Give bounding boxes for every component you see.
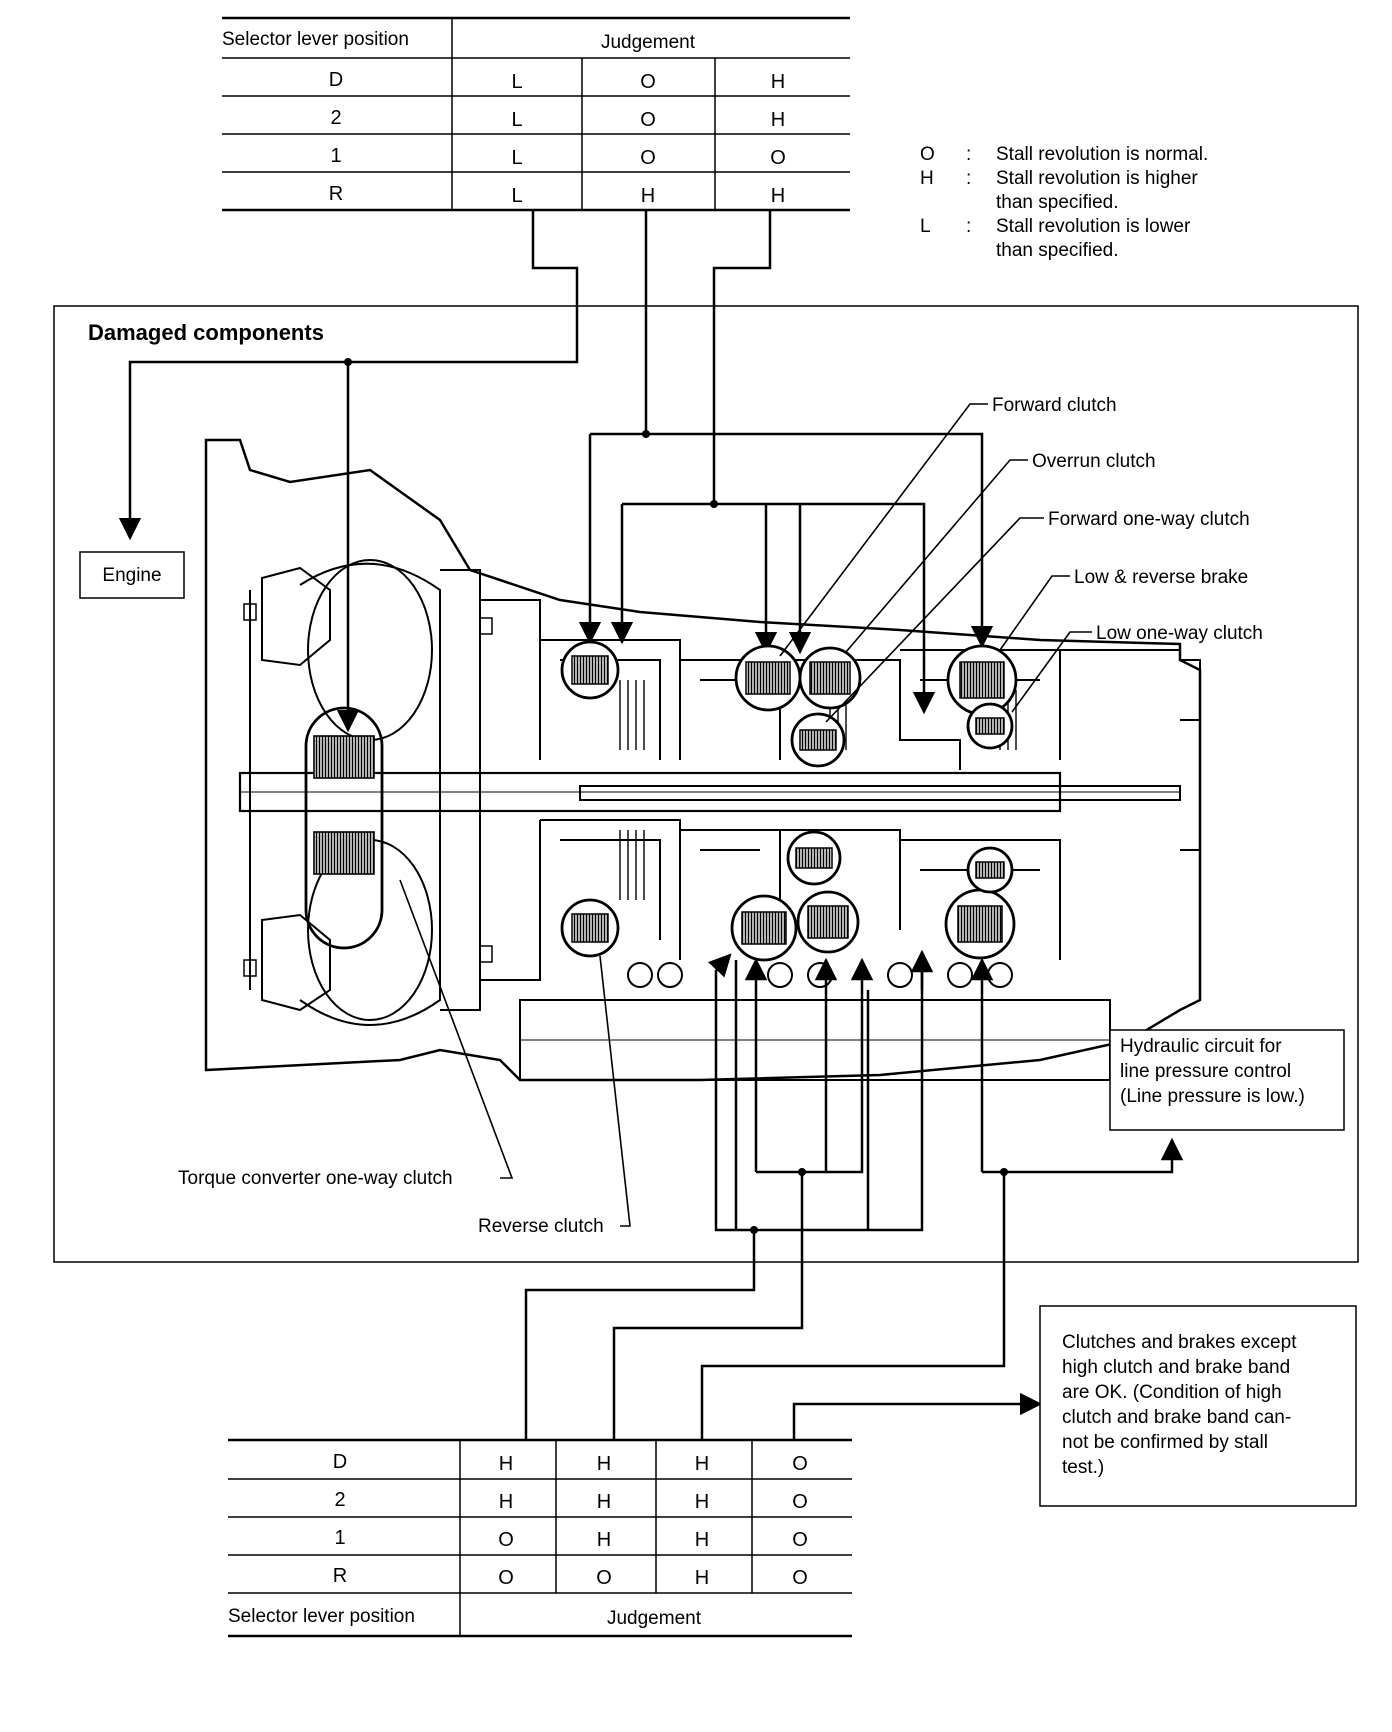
top-cell: H [771,185,785,207]
callout-low-oneway-clutch: Low one-way clutch [1096,623,1263,644]
hydraulic-line: Hydraulic circuit for [1120,1036,1282,1057]
top-cell-pos: R [329,183,343,205]
legend-text: than specified. [996,192,1119,213]
bottom-cell: O [498,1567,514,1589]
top-cell: H [771,71,785,93]
top-cell: H [771,109,785,131]
legend-symbol: L [920,216,931,237]
bottom-table-row: 1 O H H O [334,1527,807,1551]
ok-box: Clutches and brakes except high clutch a… [1039,1305,1357,1507]
top-cell: O [640,71,656,93]
junction-dot [710,500,718,508]
callout-leaders [399,403,1092,1227]
bottom-cell: O [792,1491,808,1513]
torque-converter-oneway-marker [304,706,384,950]
top-table-header-position: Selector lever position [222,29,409,50]
top-judgement-table [222,16,850,212]
junction-dot [1000,1168,1008,1176]
component-markers [304,640,1018,962]
top-cell: H [641,185,655,207]
top-cell: L [511,147,522,169]
bottom-cell: O [792,1453,808,1475]
junction-dot [344,358,352,366]
bottom-cell: H [695,1567,709,1589]
bottom-cell: O [596,1567,612,1589]
top-table-row: D L O H [329,69,785,93]
legend-separator: : [966,144,971,165]
bottom-table-row: D H H H O [333,1451,808,1475]
damaged-components-frame [53,305,1359,1263]
bottom-table-row: R O O H O [333,1565,808,1589]
ok-box-line: Clutches and brakes except [1062,1332,1297,1353]
bottom-cell: H [695,1453,709,1475]
ok-box-line: test.) [1062,1457,1104,1478]
bottom-cell-pos: 2 [334,1489,345,1511]
callout-low-reverse-brake: Low & reverse brake [1074,567,1248,588]
ok-box-line: clutch and brake band can- [1062,1407,1291,1428]
ok-box-line: not be confirmed by stall [1062,1432,1268,1453]
bottom-table-header-position: Selector lever position [228,1606,415,1627]
bottom-cell-pos: 1 [334,1527,345,1549]
legend-separator: : [966,216,971,237]
frame-title: Damaged components [88,320,324,345]
top-table-row: 2 L O H [330,107,785,131]
bottom-cell: O [498,1529,514,1551]
legend: O : Stall revolution is normal. H : Stal… [920,144,1208,261]
bottom-cell: H [695,1529,709,1551]
bottom-cell-pos: R [333,1565,347,1587]
callout-forward-clutch: Forward clutch [992,395,1117,416]
top-cell: O [770,147,786,169]
callout-torque-converter-oneway: Torque converter one-way clutch [178,1168,453,1189]
legend-symbol: O [920,144,935,165]
legend-symbol: H [920,168,934,189]
bottom-cell: H [597,1453,611,1475]
legend-text: Stall revolution is higher [996,168,1198,189]
top-table-row: R L H H [329,183,785,207]
top-connectors [118,210,994,733]
hydraulic-circuit-box: Hydraulic circuit for line pressure cont… [1109,1029,1345,1131]
bottom-judgement-table [228,1438,852,1638]
ok-box-line: are OK. (Condition of high [1062,1382,1282,1403]
hydraulic-line: (Line pressure is low.) [1120,1086,1305,1107]
bottom-cell: H [499,1491,513,1513]
callout-overrun-clutch: Overrun clutch [1032,451,1156,472]
top-cell: L [511,71,522,93]
legend-text: Stall revolution is normal. [996,144,1208,165]
bottom-cell: H [597,1529,611,1551]
bottom-cell: O [792,1529,808,1551]
top-cell: O [640,109,656,131]
bottom-cell-pos: D [333,1451,347,1473]
bottom-table-row: 2 H H H O [334,1489,807,1513]
callout-reverse-clutch: Reverse clutch [478,1216,604,1237]
top-cell-pos: D [329,69,343,91]
legend-text: Stall revolution is lower [996,216,1191,237]
top-cell: L [511,185,522,207]
top-cell: L [511,109,522,131]
top-cell-pos: 2 [330,107,341,129]
ok-box-line: high clutch and brake band [1062,1357,1290,1378]
legend-separator: : [966,168,971,189]
top-table-header-judgement: Judgement [601,32,696,53]
junction-dot [798,1168,806,1176]
hydraulic-line: line pressure control [1120,1061,1291,1082]
junction-dot [642,430,650,438]
top-cell-pos: 1 [330,145,341,167]
bottom-connectors [524,949,1184,1440]
engine-label: Engine [102,565,161,586]
legend-text: than specified. [996,240,1119,261]
bottom-cell: H [597,1491,611,1513]
top-table-row: 1 L O O [330,145,785,169]
top-cell: O [640,147,656,169]
bottom-cell: H [695,1491,709,1513]
engine-box: Engine [79,551,185,599]
junction-dot [750,1226,758,1234]
bottom-cell: H [499,1453,513,1475]
bottom-cell: O [792,1567,808,1589]
callout-forward-oneway-clutch: Forward one-way clutch [1048,509,1250,530]
bottom-table-header-judgement: Judgement [607,1608,702,1629]
